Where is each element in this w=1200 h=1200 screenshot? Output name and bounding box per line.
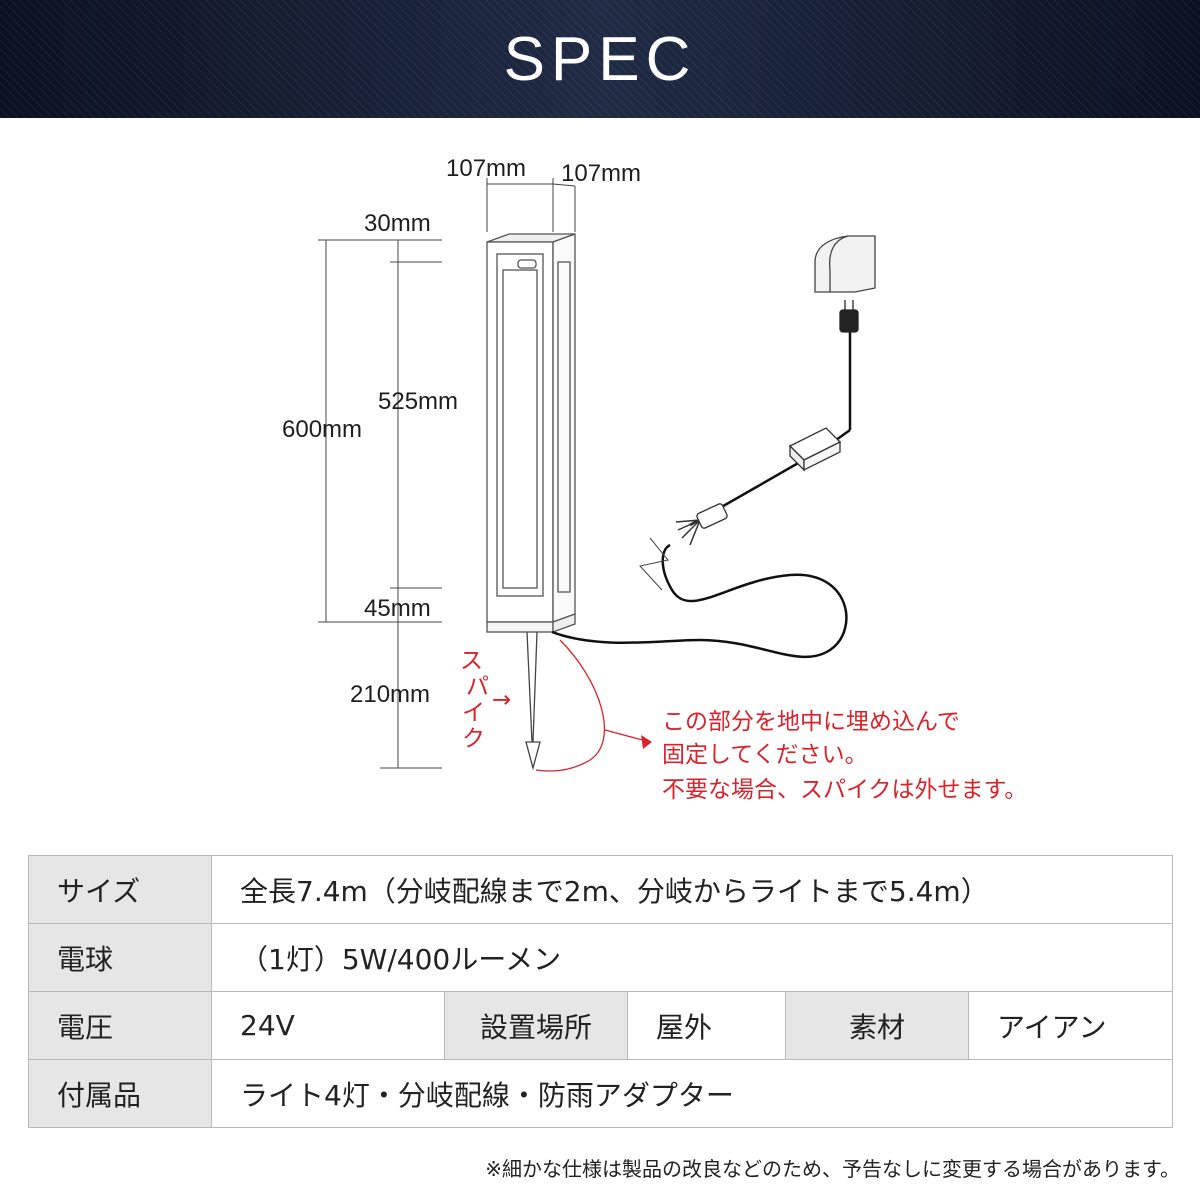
dimension-lines	[318, 178, 576, 769]
product-dimension-diagram: 107mm 107mm 30mm 525mm 600mm 45mm 210mm	[282, 155, 1027, 803]
dim-top-label: 30mm	[364, 210, 431, 237]
material-value: アイアン	[967, 991, 1174, 1060]
footnote: ※細かな仕様は製品の改良などのため、予告なしに変更する場合があります。	[485, 1157, 1180, 1181]
size-label: サイズ	[28, 855, 212, 924]
spike-label-char-2: パ	[466, 674, 489, 700]
note-line-1: この部分を地中に埋め込んで	[662, 709, 960, 735]
wall-outlet	[814, 235, 876, 293]
branch-wires	[675, 519, 701, 546]
cable-break-mark	[639, 537, 669, 591]
table-row: 電圧 24V 設置場所 屋外 素材 アイアン	[28, 991, 1174, 1060]
size-value: 全長7.4m（分岐配線まで2m、分岐からライトまで5.4m）	[210, 855, 1174, 924]
dim-total-label: 600mm	[282, 416, 362, 443]
table-row: サイズ 全長7.4m（分岐配線まで2m、分岐からライトまで5.4m）	[28, 855, 1174, 924]
dim-width-label: 107mm	[446, 155, 526, 182]
table-row: 付属品 ライト4灯・分岐配線・防雨アダプター	[28, 1059, 1174, 1128]
accessories-value: ライト4灯・分岐配線・防雨アダプター	[210, 1059, 1174, 1128]
branch-connector	[696, 503, 728, 529]
spike-label-char-3: イ	[462, 700, 485, 726]
spike-annotation: ス パ イ ク → この部分を地中に埋め込んで 固定してください。 不要な場合、…	[460, 639, 1027, 803]
light-post	[486, 233, 576, 633]
note-line-3: 不要な場合、スパイクは外せます。	[662, 777, 1027, 803]
voltage-label: 電圧	[28, 991, 212, 1060]
transformer	[788, 427, 842, 472]
note-line-2: 固定してください。	[662, 742, 868, 768]
location-label: 設置場所	[444, 991, 628, 1060]
spike	[525, 631, 541, 771]
bulb-value: （1灯）5W/400ルーメン	[210, 923, 1174, 992]
page-title: SPEC	[503, 24, 697, 94]
power-cable	[551, 330, 852, 659]
header-banner: SPEC	[0, 0, 1200, 118]
spec-table: サイズ 全長7.4m（分岐配線まで2m、分岐からライトまで5.4m） 電球 （1…	[28, 855, 1174, 1128]
material-label: 素材	[785, 991, 969, 1060]
voltage-value: 24V	[211, 991, 445, 1060]
spike-label-char-1: ス	[460, 648, 483, 674]
spike-arrow: →	[492, 687, 511, 713]
dim-bottom-label: 45mm	[364, 595, 431, 622]
table-row: 電球 （1灯）5W/400ルーメン	[28, 923, 1174, 992]
bulb-label: 電球	[28, 923, 212, 992]
accessories-label: 付属品	[28, 1059, 212, 1128]
dim-spike-label: 210mm	[350, 681, 430, 708]
spike-label-char-4: ク	[462, 726, 485, 752]
location-value: 屋外	[627, 991, 786, 1060]
dim-depth-label: 107mm	[561, 160, 641, 187]
plug	[839, 300, 859, 333]
dim-body-label: 525mm	[378, 388, 458, 415]
